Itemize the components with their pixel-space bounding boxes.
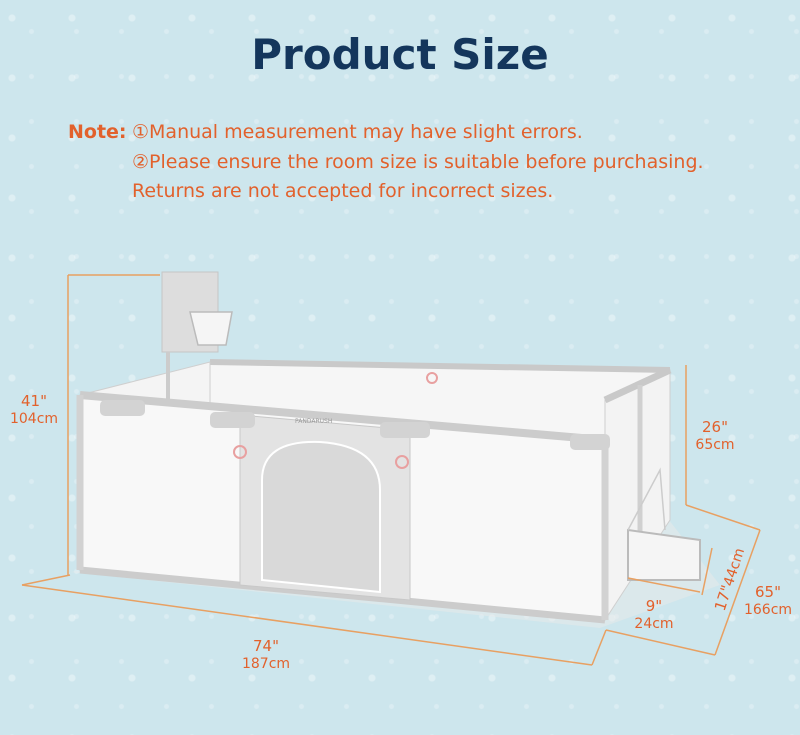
door-zipper — [261, 440, 381, 594]
page-title: Product Size — [251, 30, 549, 79]
height-side-label: 26" 65cm — [695, 418, 735, 453]
length-start-tick — [21, 574, 71, 586]
goal-width-line — [701, 547, 713, 596]
rail-pad — [100, 400, 145, 416]
width-line — [714, 529, 761, 656]
pull-ring — [395, 455, 409, 469]
note-line-1: ①Manual measurement may have slight erro… — [132, 121, 583, 143]
width-line-top — [685, 504, 761, 531]
goal-depth-label: 9" 24cm — [634, 597, 674, 632]
pull-ring — [426, 372, 438, 384]
brand-label: PANDARUSH — [295, 418, 332, 425]
length-label: 74" 187cm — [241, 637, 291, 672]
width-bottom-tick — [605, 629, 716, 656]
note-label: Note: — [68, 121, 127, 143]
rail-pad — [570, 434, 610, 450]
height-total-label: 41" 104cm — [9, 392, 59, 427]
goal-depth-line — [627, 577, 701, 593]
dimension-lines — [21, 274, 761, 666]
soccer-net — [627, 467, 666, 531]
note-line-2: ②Please ensure the room size is suitable… — [132, 151, 704, 173]
note-line-3: Returns are not accepted for incorrect s… — [132, 180, 554, 202]
back-top-rail — [209, 359, 671, 373]
pull-ring — [233, 445, 247, 459]
length-line — [21, 584, 593, 666]
basketball-net — [189, 311, 233, 346]
soccer-goal — [627, 528, 701, 581]
width-label: 65" 166cm — [743, 583, 793, 618]
length-end-tick — [591, 629, 607, 666]
front-bottom-rail — [79, 566, 606, 624]
rail-pad — [210, 412, 255, 428]
front-top-rail — [79, 391, 606, 444]
rail-pad — [380, 422, 430, 438]
